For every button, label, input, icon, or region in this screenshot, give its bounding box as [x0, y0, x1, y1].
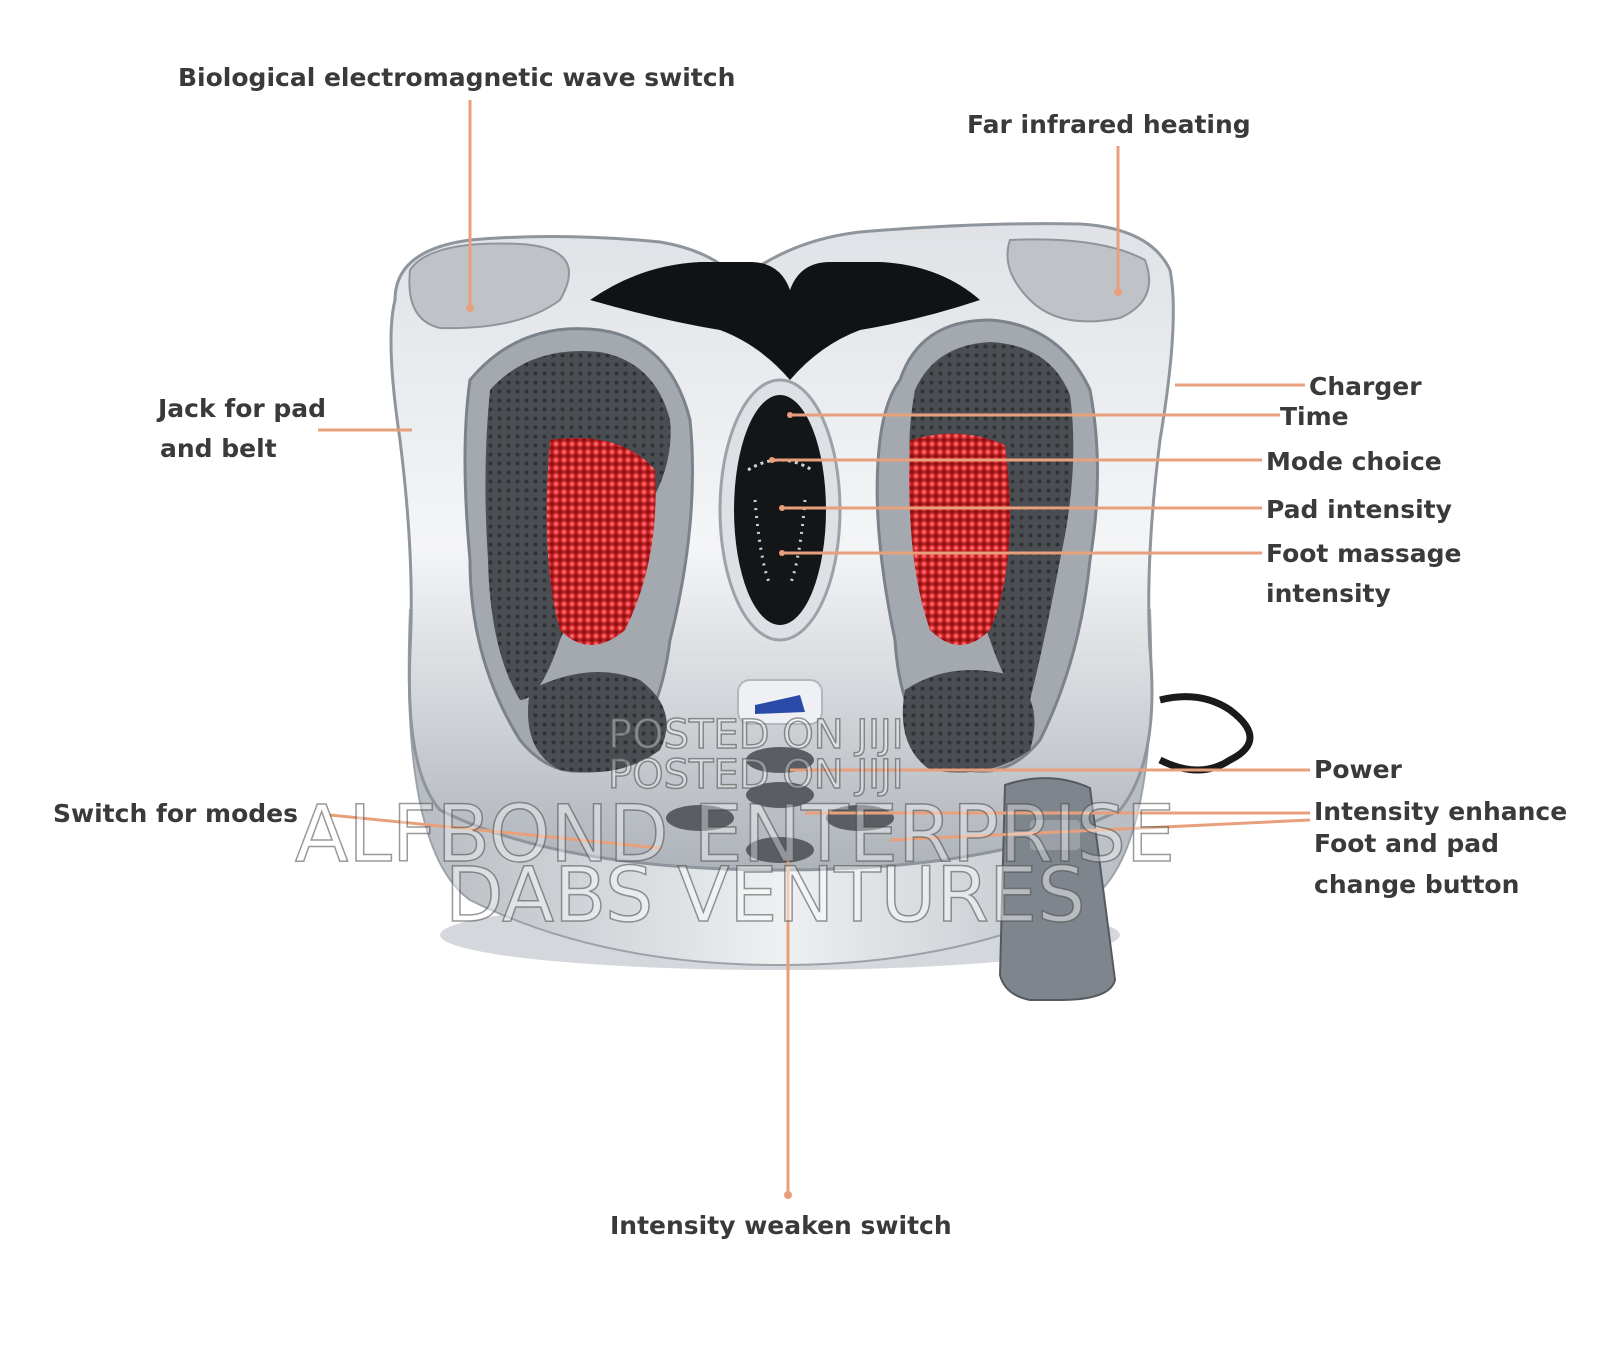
right-heat-zone [909, 433, 1010, 645]
leader-far-infrared [1114, 146, 1122, 296]
label-time: Time [1280, 402, 1349, 431]
left-heat-zone [546, 438, 656, 645]
intensity-weaken-button [746, 837, 814, 863]
leader-intensity-weaken [784, 860, 792, 1199]
label-far-infrared-heating: Far infrared heating [967, 110, 1251, 139]
brand-logo [737, 679, 823, 725]
leader-pad-intensity [779, 505, 1262, 511]
label-jack-line2: and belt [160, 434, 277, 463]
label-intensity-enhance: Intensity enhance [1314, 797, 1568, 826]
label-intensity-weaken-switch: Intensity weaken switch [610, 1211, 952, 1240]
leader-mode-choice [769, 457, 1262, 463]
label-foot-pad-change-line2: change button [1314, 870, 1520, 899]
power-button [746, 747, 814, 773]
watermark-posted-on-2: POSTED ON JIJI [607, 751, 904, 799]
leader-lines [318, 100, 1311, 1199]
mode-switch-button [666, 805, 734, 831]
leader-foot-pad-change [889, 818, 1311, 842]
label-pad-intensity: Pad intensity [1266, 495, 1452, 524]
label-switch-for-modes: Switch for modes [53, 799, 298, 828]
leader-time [787, 412, 1280, 418]
label-mode-choice: Mode choice [1266, 447, 1442, 476]
right-corner-panel [1006, 238, 1150, 323]
right-foot-pad [875, 318, 1099, 773]
left-foot-pad [463, 327, 694, 773]
label-bio-wave-switch: Biological electromagnetic wave switch [178, 63, 736, 92]
intensity-enhance-button [746, 782, 814, 808]
power-cord [1158, 693, 1254, 774]
foot-massager-device [389, 222, 1254, 1001]
leader-foot-massage [779, 550, 1262, 556]
label-charger: Charger [1309, 372, 1422, 401]
label-power: Power [1314, 755, 1402, 784]
label-foot-massage-line2: intensity [1266, 579, 1391, 608]
label-foot-pad-change-line1: Foot and pad [1314, 829, 1499, 858]
watermark-posted-on: POSTED ON JIJI [607, 711, 904, 759]
display-strip [590, 262, 980, 380]
label-foot-massage-line1: Foot massage [1266, 539, 1462, 568]
watermark-enterprise: ALFBOND ENTERPRISE [294, 789, 1176, 881]
control-buttons [666, 747, 894, 863]
left-corner-panel [408, 242, 570, 330]
label-jack-line1: Jack for pad [158, 394, 327, 423]
watermark-ventures: DABS VENTURES [444, 849, 1086, 940]
leader-switch-modes [329, 813, 661, 850]
leader-bio-wave [466, 100, 474, 312]
